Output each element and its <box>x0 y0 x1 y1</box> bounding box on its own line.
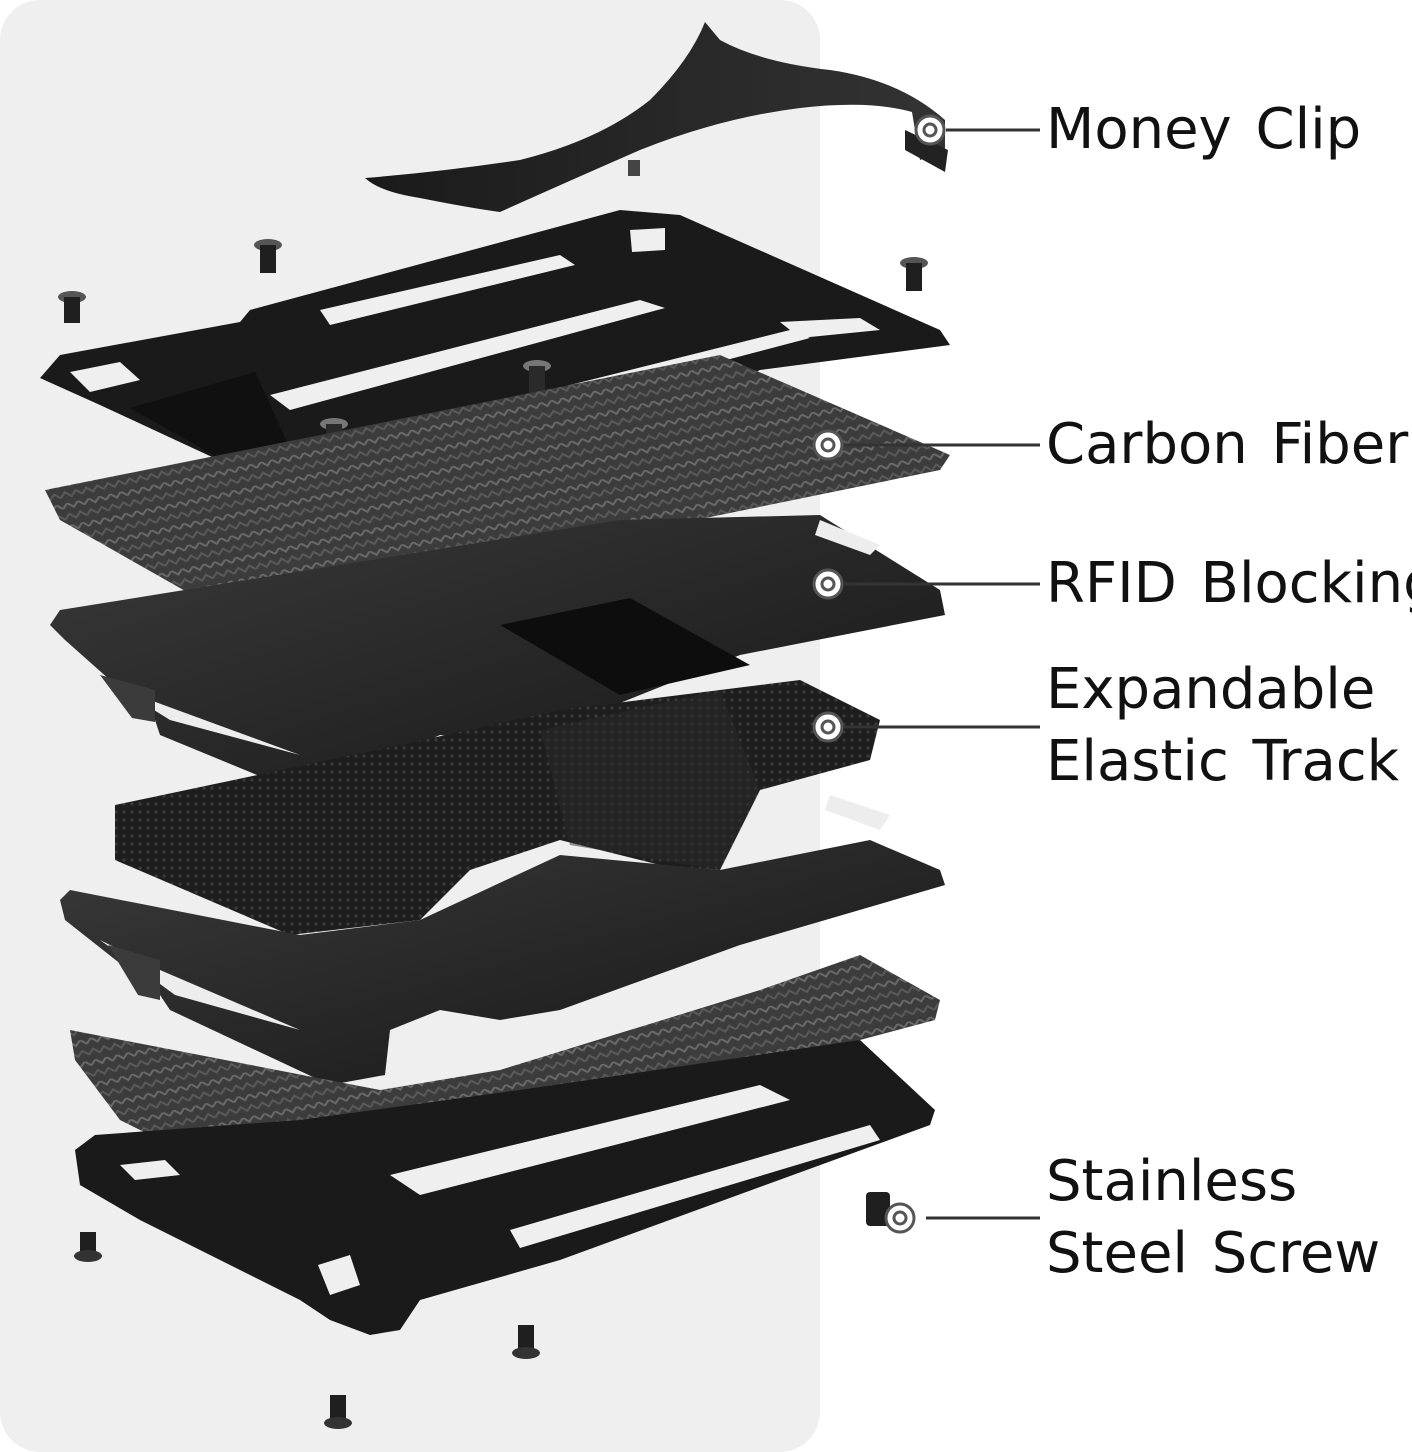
rfid-blocking-plate-upper <box>50 515 945 805</box>
bottom-screws <box>74 1192 890 1429</box>
rfid-blocking-plate-lower <box>60 795 945 1085</box>
label-steel-screw: Steel Screw <box>1046 1221 1381 1286</box>
callout-carbon-fiber <box>812 429 1040 461</box>
label-stainless: Stainless <box>1046 1149 1298 1214</box>
callout-elastic-track <box>812 711 1040 743</box>
label-carbon-fiber: Carbon Fiber <box>1046 412 1409 477</box>
callout-money-clip <box>914 114 1040 146</box>
carbon-fiber-plate-upper <box>45 355 950 640</box>
bottom-metal-frame <box>75 1040 935 1335</box>
label-rfid-blocking: RFID Blocking <box>1046 551 1412 616</box>
callout-rfid-blocking <box>812 568 1040 600</box>
label-elastic-track: Elastic Track <box>1046 729 1400 794</box>
callout-stainless-screw <box>884 1202 1040 1234</box>
label-expandable: Expandable <box>1046 657 1376 722</box>
elastic-track <box>115 680 880 935</box>
label-money-clip: Money Clip <box>1046 97 1362 162</box>
money-clip <box>365 22 948 212</box>
